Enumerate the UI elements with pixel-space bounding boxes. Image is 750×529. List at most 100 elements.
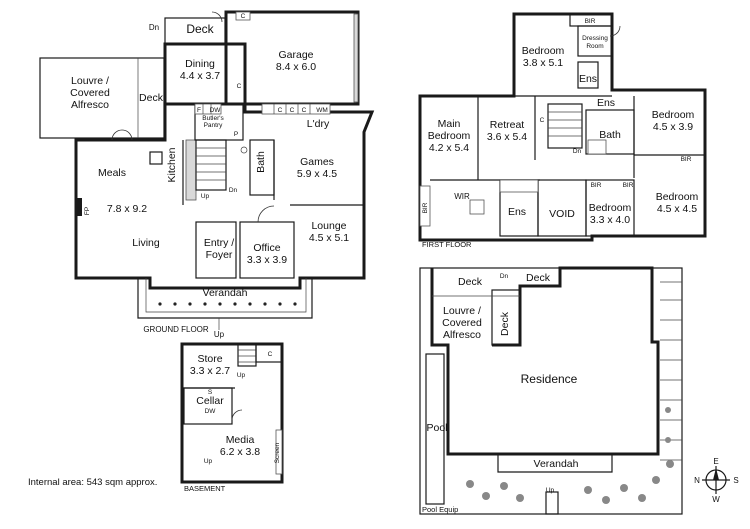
garage-label: Garage [278, 49, 313, 61]
internal-area-note: Internal area: 543 sqm approx. [28, 477, 157, 488]
dn-ff-label: Dn [573, 148, 582, 155]
dw-base-label: DW [205, 408, 217, 415]
c-label: C [241, 13, 246, 20]
ground-floor-caption: GROUND FLOOR [143, 325, 209, 334]
games-label: Games [300, 156, 334, 168]
site-up-label: Up [546, 487, 555, 494]
ens-label-2: Ens [597, 97, 615, 109]
compass-w-label: W [712, 495, 720, 504]
lounge-size: 4.5 x 5.1 [309, 232, 349, 244]
up-stair-label: Up [201, 193, 210, 200]
bedroom-4-label: Bedroom [656, 191, 699, 203]
basement-caption: BASEMENT [184, 484, 226, 493]
retreat-size: 3.6 x 5.4 [487, 131, 527, 143]
bir-label-3: BIR [591, 182, 602, 189]
games-size: 5.9 x 4.5 [297, 168, 337, 180]
site-deck-c-label: Deck [499, 311, 511, 336]
first-floor-plan: BIR Dressing Room Bedroom 3.8 x 5.1 Ens … [418, 12, 707, 249]
wir-label: WIR [454, 192, 470, 201]
verandah-label: Verandah [203, 287, 248, 299]
site-plan: Deck Dn Deck Louvre / Covered Alfresco D… [419, 266, 683, 515]
bedroom-4-size: 4.5 x 4.5 [657, 203, 697, 215]
dw-label: DW [210, 107, 222, 114]
site-verandah-label: Verandah [534, 458, 579, 470]
f-label: F [197, 107, 201, 114]
site-covered-label: Covered [442, 317, 482, 329]
living-size: 7.8 x 9.2 [107, 203, 147, 215]
compass-rose: E N S W [694, 457, 739, 504]
media-label: Media [226, 434, 255, 446]
meals-label: Meals [98, 167, 126, 179]
entry-label: Entry / [204, 237, 234, 249]
covered-label: Covered [70, 87, 110, 99]
main-bedroom-label-2: Bedroom [428, 130, 471, 142]
store-label: Store [197, 353, 222, 365]
c-label-2: C [237, 83, 242, 90]
foyer-label: Foyer [206, 249, 233, 261]
deck-top-label: Deck [186, 22, 214, 36]
up-base-label: Up [237, 372, 246, 379]
butlers-label: Butler's [202, 115, 224, 122]
ldry-label: L'dry [307, 118, 330, 130]
void-label: VOID [549, 208, 575, 220]
dn-stair-label: Dn [229, 187, 238, 194]
compass-n-label: N [694, 476, 700, 485]
up-front-label: Up [214, 330, 225, 339]
alfresco-label: Alfresco [71, 99, 109, 111]
dining-label: Dining [185, 58, 215, 70]
site-dn-label: Dn [500, 273, 509, 280]
pantry-label: Pantry [204, 122, 224, 129]
dining-size: 4.4 x 3.7 [180, 70, 220, 82]
basement-plan: Store 3.3 x 2.7 C Up S Cellar DW Media 6… [180, 342, 284, 493]
main-bedroom-label: Main [438, 118, 461, 130]
site-louvre-label: Louvre / [443, 305, 481, 317]
site-alfresco-label: Alfresco [443, 329, 481, 341]
screen-label: Screen [274, 442, 281, 463]
ground-floor-plan: Dn Deck Dining 4.4 x 3.7 Garage 8.4 x 6.… [39, 10, 375, 339]
pool-equip-label: Pool Equip [422, 505, 458, 514]
site-deck-b-label: Deck [526, 272, 551, 284]
bir-label-1: BIR [585, 18, 596, 25]
deck-side-label: Deck [139, 92, 164, 104]
first-floor-caption: FIRST FLOOR [422, 240, 472, 249]
bedroom-2-size: 4.5 x 3.9 [653, 121, 693, 133]
office-label: Office [253, 242, 280, 254]
pool-label: Pool [426, 422, 447, 434]
bedroom-1-size: 3.8 x 5.1 [523, 57, 563, 69]
kitchen-label: Kitchen [166, 147, 178, 182]
louvre-label: Louvre / [71, 75, 109, 87]
media-size: 6.2 x 3.8 [220, 446, 260, 458]
lounge-label: Lounge [311, 220, 346, 232]
living-label: Living [132, 237, 160, 249]
c-base-label: C [268, 351, 273, 358]
bedroom-3-size: 3.3 x 4.0 [590, 214, 630, 226]
bir-label-5: BIR [422, 202, 429, 213]
store-size: 3.3 x 2.7 [190, 365, 230, 377]
c-ff-label: C [540, 117, 545, 124]
ens-label-1: Ens [579, 73, 597, 85]
cellar-label: Cellar [196, 395, 224, 407]
main-bedroom-size: 4.2 x 5.4 [429, 142, 469, 154]
compass-s-label: S [733, 476, 738, 485]
wm-label: WM [316, 107, 328, 114]
ens-label-3: Ens [508, 206, 526, 218]
up-media-label: Up [204, 458, 213, 465]
compass-e-label: E [713, 457, 718, 466]
dressing-room-label: Room [586, 43, 603, 50]
bir-label-2: BIR [681, 156, 692, 163]
bir-label-4: BIR [623, 182, 634, 189]
residence-label: Residence [521, 372, 578, 386]
site-deck-a-label: Deck [458, 276, 483, 288]
c-label-5: C [302, 107, 307, 114]
c-label-3: C [278, 107, 283, 114]
bedroom-1-label: Bedroom [522, 45, 565, 57]
bedroom-2-label: Bedroom [652, 109, 695, 121]
office-size: 3.3 x 3.9 [247, 254, 287, 266]
dressing-label: Dressing [582, 35, 608, 42]
p-label: P [234, 131, 238, 138]
dn-top-label: Dn [149, 23, 159, 32]
s-label: S [208, 389, 213, 396]
retreat-label: Retreat [490, 119, 525, 131]
bedroom-3-label: Bedroom [589, 202, 632, 214]
